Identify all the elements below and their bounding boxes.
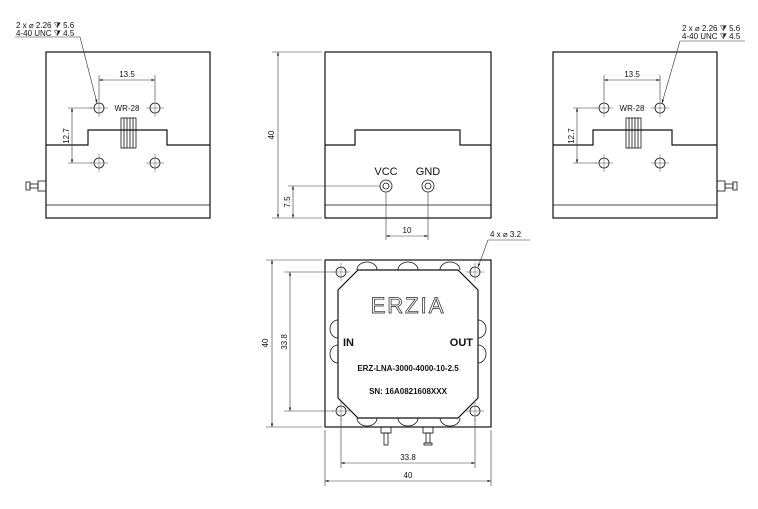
mounting-hole xyxy=(650,98,670,118)
mounting-hole xyxy=(594,98,614,118)
waveguide-flange xyxy=(625,117,642,149)
mounting-hole xyxy=(465,401,485,421)
dim-height: 40 xyxy=(261,338,270,347)
out-label: OUT xyxy=(450,337,474,349)
mounting-hole xyxy=(145,98,165,118)
serial-number: SN: 16A0821608XXX xyxy=(369,387,447,396)
mounting-hole xyxy=(145,153,165,173)
bottom-connectors xyxy=(380,426,434,446)
dim-width: 40 xyxy=(404,471,413,480)
lid xyxy=(337,269,479,419)
gnd-connector xyxy=(421,179,435,193)
waveguide-flange xyxy=(120,117,137,149)
waveguide-label: WR-28 xyxy=(115,104,140,113)
side-connector xyxy=(25,180,47,192)
dim-hole-spacing: 13.5 xyxy=(624,70,640,79)
mounting-hole xyxy=(594,153,614,173)
vcc-label: VCC xyxy=(374,166,397,178)
dim-hole-vertical: 12.7 xyxy=(567,128,576,144)
left-side-view: 13.5 12.7 WR-28 2 x ⌀ 2.26 ⧩ 5.6 4-40 UN… xyxy=(15,21,211,219)
waveguide-label: WR-28 xyxy=(620,104,645,113)
front-view: VCC GND 40 7.5 10 xyxy=(267,51,492,240)
hole-note-line2: 4-40 UNC ⧩ 4.5 xyxy=(16,29,75,38)
dim-hole-spacing: 13.5 xyxy=(119,70,135,79)
mount-hole-note: 4 x ⌀ 3.2 xyxy=(490,230,522,239)
part-number: ERZ-LNA-3000-4000-10-2.5 xyxy=(357,364,459,373)
dim-hole-vertical: 33.8 xyxy=(280,334,289,350)
hole-note-line1: 2 x ⌀ 2.26 ⧩ 5.6 xyxy=(16,21,75,30)
right-side-view: 13.5 12.7 WR-28 2 x ⌀ 2.26 ⧩ 5.6 4-40 UN… xyxy=(552,24,745,219)
gnd-label: GND xyxy=(416,166,441,178)
in-label: IN xyxy=(343,337,354,349)
dim-connector-height: 7.5 xyxy=(283,196,292,208)
lid-bumps xyxy=(329,261,487,427)
erzia-logo: ERZIA xyxy=(371,293,446,318)
mounting-hole xyxy=(650,153,670,173)
mounting-hole xyxy=(465,262,485,282)
dim-height: 40 xyxy=(267,130,276,139)
mounting-hole xyxy=(331,401,351,421)
hole-note-line2: 4-40 UNC ⧩ 4.5 xyxy=(682,32,741,41)
top-view: ERZIA IN OUT ERZ-LNA-3000-4000-10-2.5 SN… xyxy=(261,230,530,486)
side-connector xyxy=(716,180,738,192)
hole-note-line1: 2 x ⌀ 2.26 ⧩ 5.6 xyxy=(682,24,741,33)
vcc-connector xyxy=(379,179,393,193)
mounting-hole xyxy=(89,98,109,118)
mounting-hole xyxy=(89,153,109,173)
mounting-hole xyxy=(331,262,351,282)
dim-hole-horizontal: 33.8 xyxy=(400,453,416,462)
dim-hole-vertical: 12.7 xyxy=(62,128,71,144)
dim-connector-spacing: 10 xyxy=(403,226,412,235)
